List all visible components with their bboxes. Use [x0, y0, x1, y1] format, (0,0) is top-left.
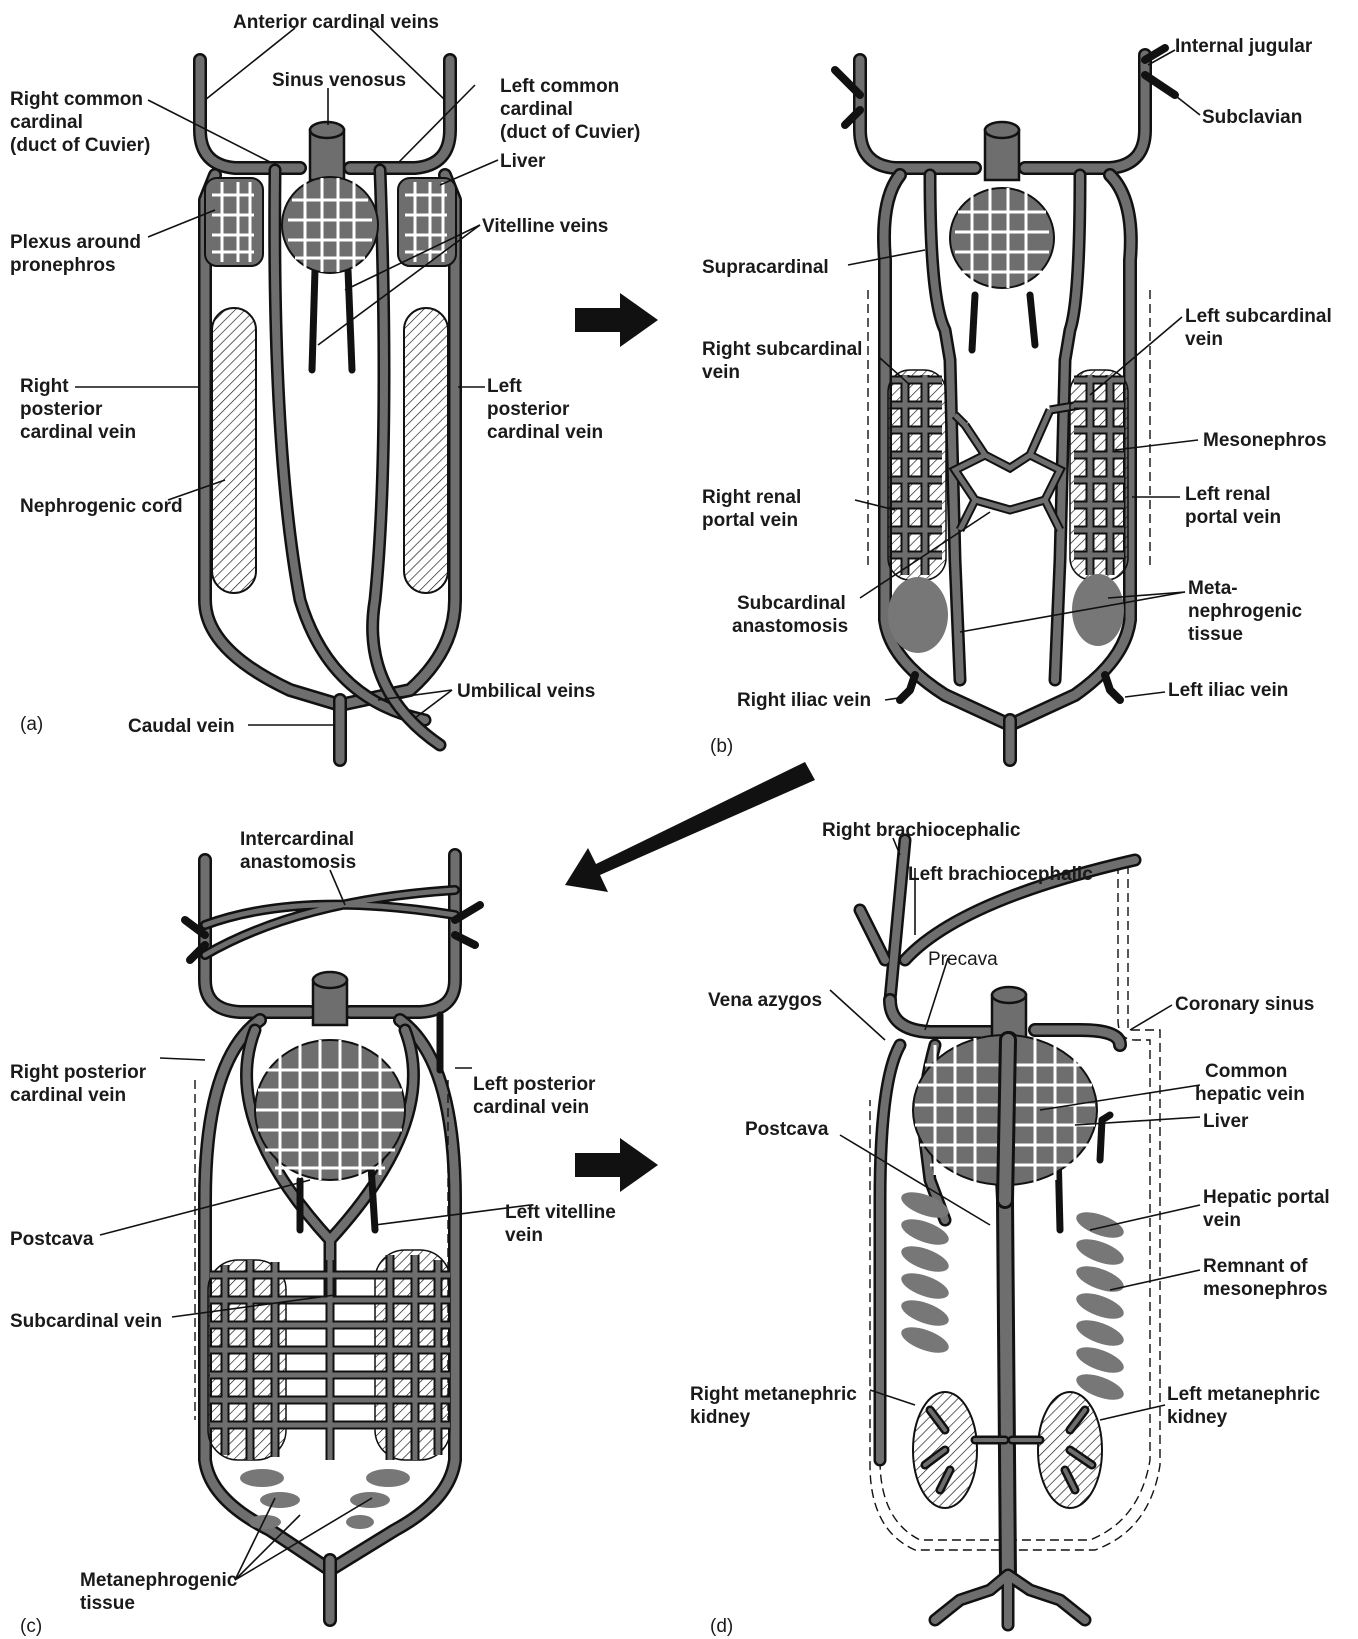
label-postcava-c: Postcava: [10, 1229, 94, 1250]
panel-b: (b) Internal jugular Subclavian Supracar…: [702, 36, 1332, 760]
label-left-iliac: Left iliac vein: [1168, 680, 1288, 701]
label-subcardinal-c: Subcardinal vein: [10, 1311, 162, 1332]
label-internal-jugular: Internal jugular: [1175, 36, 1313, 57]
label-left-metaneph-2: kidney: [1167, 1407, 1228, 1428]
label-left-renal-2: portal vein: [1185, 507, 1281, 528]
label-right-metaneph-2: kidney: [690, 1407, 751, 1428]
label-right-post-a-2: posterior: [20, 399, 103, 420]
label-nephrogenic: Nephrogenic cord: [20, 496, 183, 517]
label-precava: Precava: [928, 949, 998, 970]
label-right-subcardinal-2: vein: [702, 362, 740, 383]
label-intercardinal-1: Intercardinal: [240, 829, 354, 850]
arrow-a-to-b: [575, 293, 658, 347]
label-sinus-venosus: Sinus venosus: [272, 70, 406, 91]
label-remnant-2: mesonephros: [1203, 1279, 1328, 1300]
right-nephrogenic-cord: [212, 308, 256, 593]
label-right-brachio: Right brachiocephalic: [822, 820, 1021, 841]
label-left-post-c-2: cardinal vein: [473, 1097, 589, 1118]
label-caudal: Caudal vein: [128, 716, 235, 737]
label-right-metaneph-1: Right metanephric: [690, 1384, 857, 1405]
label-left-subcardinal-1: Left subcardinal: [1185, 306, 1332, 327]
label-vitelline: Vitelline veins: [482, 216, 608, 237]
label-left-common-3: (duct of Cuvier): [500, 122, 640, 143]
label-left-vitelline-2: vein: [505, 1225, 543, 1246]
label-subcard-anast-2: anastomosis: [732, 616, 848, 637]
label-common-hepatic-1: Common: [1205, 1061, 1287, 1082]
label-subclavian: Subclavian: [1202, 107, 1302, 128]
label-plexus-1: Plexus around: [10, 232, 141, 253]
label-metaneph-c-2: tissue: [80, 1593, 135, 1614]
label-right-renal-2: portal vein: [702, 510, 798, 531]
panel-d-tag: (d): [710, 1616, 733, 1637]
panel-c: (c) Intercardinal anastomosis Right post…: [10, 829, 616, 1637]
panel-a: (a) Anterior cardinal veins Sinus venosu…: [10, 12, 640, 760]
mesonephros-remnant-right: [898, 1187, 952, 1358]
label-right-iliac: Right iliac vein: [737, 690, 871, 711]
label-right-common-2: cardinal: [10, 112, 83, 133]
left-nephrogenic-cord: [404, 308, 448, 593]
label-metaneph-c-1: Metanephrogenic: [80, 1570, 238, 1591]
panel-c-veins: [185, 855, 480, 1620]
label-umbilical: Umbilical veins: [457, 681, 595, 702]
label-left-metaneph-1: Left metanephric: [1167, 1384, 1321, 1405]
label-postcava-d: Postcava: [745, 1119, 829, 1140]
label-left-renal-1: Left renal: [1185, 484, 1271, 505]
label-left-post-c-1: Left posterior: [473, 1074, 596, 1095]
label-anterior-cardinal: Anterior cardinal veins: [233, 12, 439, 33]
mesonephros-remnant-left: [1073, 1207, 1127, 1405]
label-hepatic-portal-1: Hepatic portal: [1203, 1187, 1330, 1208]
label-right-post-c-1: Right posterior: [10, 1062, 147, 1083]
label-supracardinal: Supracardinal: [702, 257, 829, 278]
right-metanephrogenic-tissue: [888, 577, 948, 653]
label-left-post-a-1: Left: [487, 376, 523, 397]
panel-b-tag: (b): [710, 736, 733, 757]
label-vena-azygos: Vena azygos: [708, 990, 822, 1011]
label-left-post-a-3: cardinal vein: [487, 422, 603, 443]
label-coronary-sinus: Coronary sinus: [1175, 994, 1314, 1015]
label-right-post-c-2: cardinal vein: [10, 1085, 126, 1106]
label-right-subcardinal-1: Right subcardinal: [702, 339, 862, 360]
arrow-b-to-c: [565, 762, 815, 892]
label-right-post-a-3: cardinal vein: [20, 422, 136, 443]
label-liver-d: Liver: [1203, 1111, 1249, 1132]
label-right-renal-1: Right renal: [702, 487, 801, 508]
label-right-common-1: Right common: [10, 89, 143, 110]
arrow-c-to-d: [575, 1138, 658, 1192]
metanephrogenic-tissue-c: [240, 1469, 410, 1529]
label-mesonephros: Mesonephros: [1203, 430, 1327, 451]
panel-d: (d) Right brachiocephalic Left brachioce…: [690, 820, 1330, 1637]
label-plexus-2: pronephros: [10, 255, 116, 276]
label-left-common-1: Left common: [500, 76, 619, 97]
label-intercardinal-2: anastomosis: [240, 852, 356, 873]
panel-a-plexus: [205, 177, 456, 273]
label-hepatic-portal-2: vein: [1203, 1210, 1241, 1231]
label-meta-3: tissue: [1188, 624, 1243, 645]
label-left-post-a-2: posterior: [487, 399, 570, 420]
label-right-post-a-1: Right: [20, 376, 69, 397]
label-right-common-3: (duct of Cuvier): [10, 135, 150, 156]
panel-a-tag: (a): [20, 714, 43, 735]
label-left-vitelline-1: Left vitelline: [505, 1202, 616, 1223]
label-left-common-2: cardinal: [500, 99, 573, 120]
label-meta-1: Meta-: [1188, 578, 1238, 599]
label-left-brachio: Left brachiocephalic: [908, 864, 1093, 885]
label-remnant-1: Remnant of: [1203, 1256, 1308, 1277]
label-common-hepatic-2: hepatic vein: [1195, 1084, 1305, 1105]
panel-c-tag: (c): [20, 1616, 42, 1637]
label-subcard-anast-1: Subcardinal: [737, 593, 846, 614]
label-left-subcardinal-2: vein: [1185, 329, 1223, 350]
label-meta-2: nephrogenic: [1188, 601, 1302, 622]
label-liver-a: Liver: [500, 151, 546, 172]
